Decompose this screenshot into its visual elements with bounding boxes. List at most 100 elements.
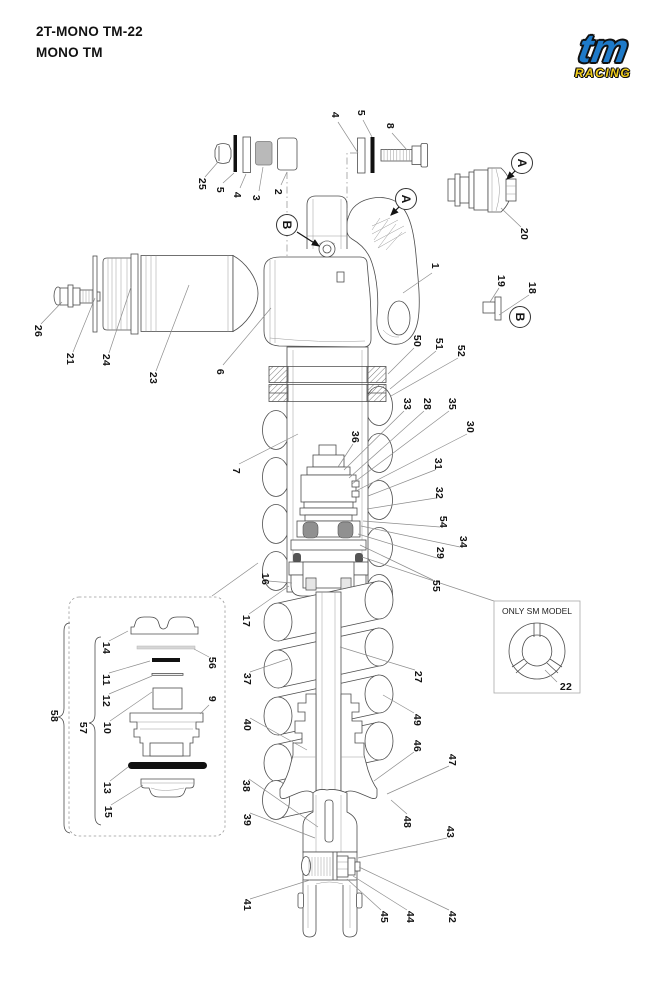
body-part-6 xyxy=(263,256,372,348)
page-subtitle: MONO TM xyxy=(36,45,103,60)
leader-line-29 xyxy=(357,533,438,559)
scraper-cap-part-15 xyxy=(140,778,195,798)
part-label-6: 6 xyxy=(214,369,226,375)
part-label-37: 37 xyxy=(241,673,253,685)
needle-part-39 xyxy=(324,799,334,843)
detail-marker-B: B xyxy=(276,214,321,247)
part-label-9: 9 xyxy=(206,696,218,702)
leader-line-45 xyxy=(346,878,382,911)
only-sm-model-box: ONLY SM MODEL xyxy=(493,600,581,694)
seal-head-part-9 xyxy=(129,712,204,757)
leader-line-38 xyxy=(248,778,319,828)
svg-text:A: A xyxy=(515,159,529,168)
seal-ring-part-5b xyxy=(370,137,375,173)
nut-part-25 xyxy=(214,143,232,164)
brace-57 xyxy=(88,636,102,826)
part-label-54: 54 xyxy=(437,516,449,528)
detail-marker-B: B xyxy=(509,306,531,328)
leader-line-27 xyxy=(339,646,416,671)
leader-line-42 xyxy=(358,866,450,911)
part-label-42: 42 xyxy=(446,911,458,923)
valve-part-26 xyxy=(53,284,101,308)
part-label-58: 58 xyxy=(48,710,60,722)
part-label-49: 49 xyxy=(411,714,423,726)
leader-line-51 xyxy=(389,350,437,390)
reservoir-bracket-part-1 xyxy=(346,197,420,345)
leader-line-13 xyxy=(109,766,129,782)
reservoir-body-part-23 xyxy=(140,254,259,333)
part-label-27: 27 xyxy=(412,671,424,683)
leader-line-49 xyxy=(382,694,415,714)
upper-mount-bolt-parts xyxy=(357,137,428,174)
preload-rings-50-51-52 xyxy=(268,366,387,402)
piston-rod-end-parts xyxy=(214,135,298,173)
leader-line-17 xyxy=(248,585,290,615)
leader-line-10 xyxy=(109,691,153,722)
leader-line-6 xyxy=(222,307,272,366)
part-label-45: 45 xyxy=(378,911,390,923)
leader-line-44 xyxy=(352,875,408,911)
part-label-4: 4 xyxy=(329,112,341,118)
leader-line-25 xyxy=(204,161,219,178)
part-label-29: 29 xyxy=(434,547,446,559)
part-label-7: 7 xyxy=(230,468,242,474)
compression-adjuster-part-20 xyxy=(447,167,517,213)
leader-line-16 xyxy=(267,580,293,584)
cap-part-14 xyxy=(130,616,199,635)
leader-line-1 xyxy=(402,272,433,294)
leader-line-34 xyxy=(360,525,461,548)
leader-line-37 xyxy=(249,658,289,673)
leader-line-43 xyxy=(357,837,448,859)
part-label-16: 16 xyxy=(259,573,271,585)
leader-line-54 xyxy=(362,520,441,528)
leader-line-46 xyxy=(373,751,415,782)
part-label-33: 33 xyxy=(401,398,413,410)
sm-box-label: ONLY SM MODEL xyxy=(502,606,572,616)
washer-part-56 xyxy=(136,645,196,650)
seal-head-16-17 xyxy=(288,561,369,597)
part-label-11: 11 xyxy=(100,674,112,686)
part-label-15: 15 xyxy=(102,806,114,818)
part-label-12: 12 xyxy=(100,695,112,707)
leader-line-4 xyxy=(239,173,247,189)
rebound-adjuster xyxy=(301,851,361,881)
bump-stop-spring-seat xyxy=(279,693,378,799)
part-label-21: 21 xyxy=(64,353,76,365)
part-label-40: 40 xyxy=(241,719,253,731)
reservoir-parts xyxy=(53,253,259,335)
svg-text:A: A xyxy=(399,195,413,204)
part-label-44: 44 xyxy=(404,911,416,923)
part-label-48: 48 xyxy=(401,816,413,828)
part-label-19: 19 xyxy=(495,275,507,287)
leader-line-24 xyxy=(108,286,132,354)
leader-line-9 xyxy=(199,704,210,715)
leader-line-47 xyxy=(386,765,450,795)
leader-line-39 xyxy=(249,812,316,839)
leader-line-11 xyxy=(108,660,151,674)
oring-part-13 xyxy=(128,762,207,769)
part-label-2: 2 xyxy=(272,189,284,195)
piston-rod-shaft xyxy=(315,591,342,811)
part-label-3: 3 xyxy=(250,195,262,201)
leader-line-20 xyxy=(500,207,522,228)
part-label-20: 20 xyxy=(518,228,530,240)
leader-line-41 xyxy=(249,879,311,900)
leader-line-21 xyxy=(72,297,96,353)
leader-line-18 xyxy=(498,294,530,316)
leader-line-35 xyxy=(351,410,450,485)
part-label-52: 52 xyxy=(455,345,467,357)
leader-line-5 xyxy=(222,172,235,184)
leader-line-55 xyxy=(359,544,434,581)
page-title: 2T-MONO TM-22 xyxy=(36,24,143,39)
part-label-5: 5 xyxy=(214,187,226,193)
washer-part-4b xyxy=(357,137,366,174)
part-label-32: 32 xyxy=(433,487,445,499)
leader-line-15 xyxy=(110,784,144,806)
leader-line-31 xyxy=(367,469,436,497)
part-label-41: 41 xyxy=(241,899,253,911)
leader-line-19 xyxy=(489,287,500,303)
part-label-14: 14 xyxy=(100,642,112,654)
leader-line-30 xyxy=(355,433,468,492)
part-label-47: 47 xyxy=(446,754,458,766)
part-label-55: 55 xyxy=(430,580,442,592)
